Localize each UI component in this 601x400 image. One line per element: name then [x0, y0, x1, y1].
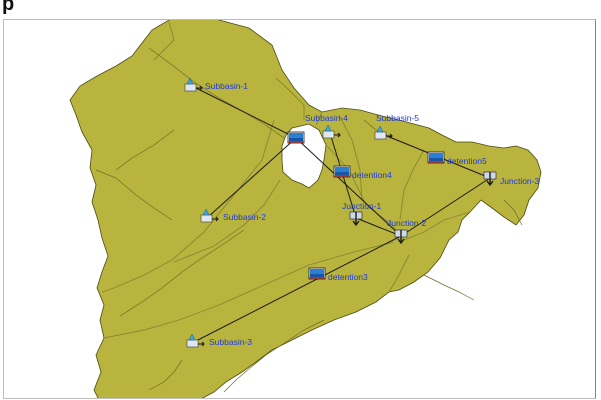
river-segment — [223, 319, 325, 393]
subbasin-boundary — [399, 149, 425, 221]
detention3-element[interactable]: detention3 — [308, 267, 368, 282]
junction-1-label: Junction-1 — [342, 201, 381, 211]
subbasin-4-element[interactable]: Subbasin-4 — [305, 113, 348, 139]
link-reservoir-to-junction-2 — [295, 137, 402, 237]
subbasin-boundary — [275, 77, 305, 120]
detention5-element[interactable]: detention5 — [427, 151, 487, 166]
subbasin-2-element[interactable]: Subbasin-2 — [200, 208, 266, 223]
detention-icon — [308, 267, 326, 280]
watershed-area — [69, 20, 542, 398]
link-subbasin-3-to-junction-2 — [193, 235, 402, 343]
junction-2-label: Junction-2 — [387, 218, 426, 228]
subbasin-boundaries — [101, 21, 471, 339]
river-segment — [115, 129, 175, 171]
reservoir-element[interactable] — [287, 131, 305, 144]
river-segment — [148, 359, 183, 391]
subbasin-boundary — [388, 254, 410, 293]
river-segment — [95, 169, 173, 221]
subbasin-boundary — [325, 144, 403, 237]
subbasin-2-label: Subbasin-2 — [223, 212, 266, 222]
subbasin-boundary — [173, 179, 281, 263]
junction-1-element[interactable]: Junction-1 — [342, 201, 381, 227]
reservoir-icon — [287, 131, 305, 144]
detention5-label: detention5 — [447, 156, 487, 166]
junction-3-element[interactable]: Junction-3 — [483, 171, 539, 187]
subbasin-icon — [186, 333, 205, 348]
detention-icon — [333, 165, 351, 178]
detention-icon — [427, 151, 445, 164]
subbasin-boundary — [153, 21, 175, 61]
link-junction-3-to-junction-2 — [400, 177, 491, 237]
junction-2-element[interactable]: Junction-2 — [387, 218, 426, 245]
river-segment — [503, 199, 523, 226]
subbasin-boundary — [103, 241, 395, 339]
subbasin-boundary — [403, 211, 471, 241]
subbasin-icon — [184, 77, 203, 92]
subbasin-3-label: Subbasin-3 — [209, 337, 252, 347]
junction-icon — [394, 229, 408, 245]
river-segment — [423, 274, 475, 301]
river-segment — [119, 229, 245, 317]
subbasin-3-element[interactable]: Subbasin-3 — [186, 333, 252, 348]
link-subbasin-2-to-reservoir — [207, 137, 297, 218]
subbasin-icon — [200, 208, 219, 223]
subbasin-5-label: Subbasin-5 — [376, 113, 419, 123]
watershed-outline — [69, 20, 542, 398]
link-junction-1-to-junction-2 — [355, 217, 402, 237]
subbasin-boundary — [338, 114, 363, 201]
subbasin-boundary — [101, 119, 275, 293]
header-label: p — [2, 0, 15, 15]
subbasin-icon — [322, 124, 341, 139]
subbasin-icon — [374, 125, 393, 140]
subbasin-5-element[interactable]: Subbasin-5 — [374, 113, 419, 140]
river-segment — [148, 47, 285, 139]
junction-icon — [483, 171, 497, 187]
subbasin-4-label: Subbasin-4 — [305, 113, 348, 123]
link-subbasin-1-to-reservoir — [191, 85, 297, 139]
subbasin-boundary — [315, 111, 323, 126]
header-strip: p — [0, 0, 601, 20]
detention4-label: detention4 — [352, 170, 392, 180]
subbasin-1-label: Subbasin-1 — [205, 81, 248, 91]
subbasin-1-element[interactable]: Subbasin-1 — [184, 77, 248, 92]
detention4-element[interactable]: detention4 — [333, 165, 392, 180]
junction-3-label: Junction-3 — [500, 176, 539, 186]
detention3-label: detention3 — [328, 272, 368, 282]
junction-icon — [349, 211, 363, 227]
